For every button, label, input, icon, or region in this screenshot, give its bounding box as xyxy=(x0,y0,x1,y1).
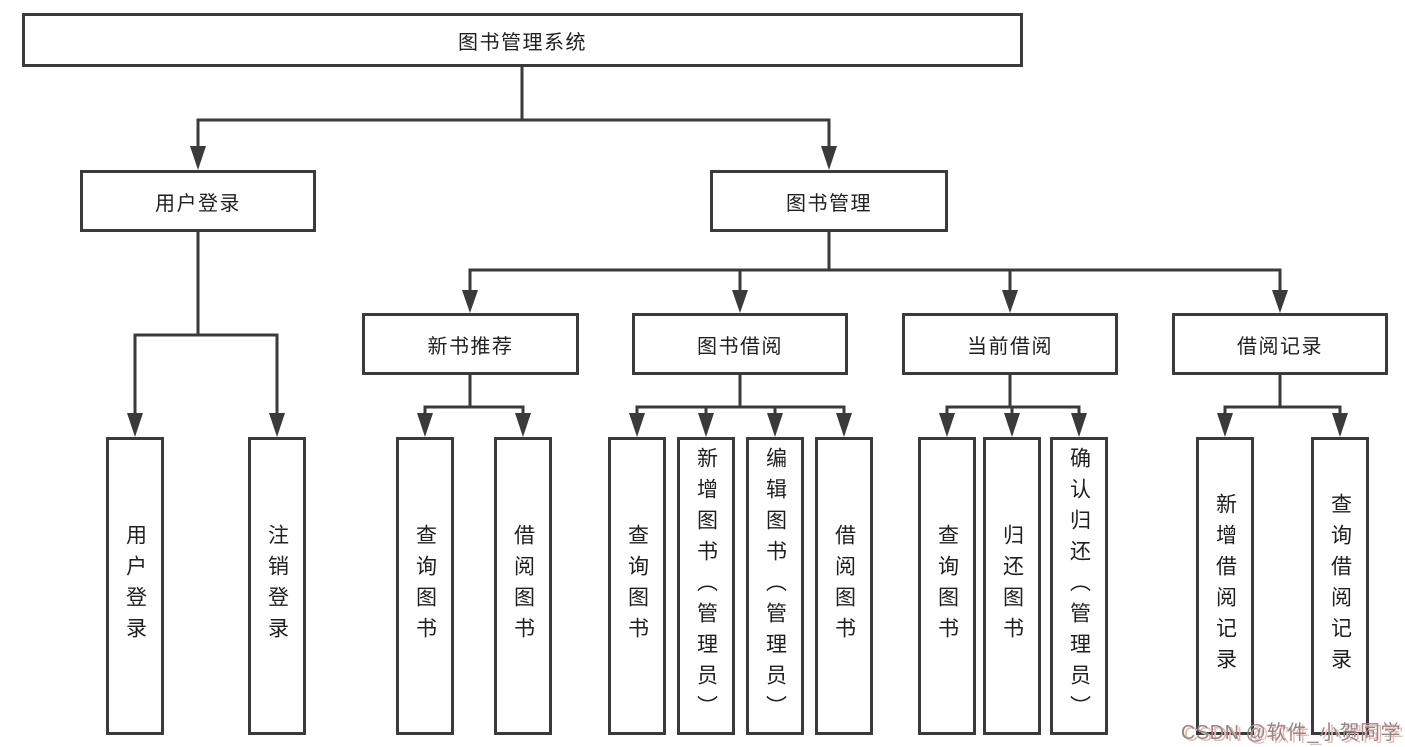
arrow-down-icon xyxy=(1272,290,1288,313)
arrow-down-icon xyxy=(732,290,748,313)
arrow-down-icon xyxy=(1217,413,1233,437)
node-label: 新增图书（管理员） xyxy=(694,446,718,726)
node-label: 查询图书 xyxy=(625,524,649,648)
node-label: 注销登录 xyxy=(265,524,289,648)
csdn-watermark: CSDN @软件_小贺同学 xyxy=(1180,722,1401,744)
node-label: 图书管理系统 xyxy=(458,31,587,54)
arrow-down-icon xyxy=(1002,290,1018,313)
arrow-down-icon xyxy=(462,290,478,313)
node-label: 借阅记录 xyxy=(1237,335,1323,358)
node-leaf-borrow-books: 借阅图书 xyxy=(815,437,873,735)
arrow-down-icon xyxy=(698,413,714,437)
arrow-down-icon xyxy=(1332,413,1348,437)
arrow-down-icon xyxy=(190,146,206,170)
node-leaf-query-borrow-record: 查询借阅记录 xyxy=(1311,437,1369,735)
arrow-down-icon xyxy=(1004,413,1020,437)
node-leaf-query-books: 查询图书 xyxy=(918,437,976,735)
node-user-login: 用户登录 xyxy=(80,170,316,232)
arrow-down-icon xyxy=(1071,413,1087,437)
node-label: 借阅图书 xyxy=(511,524,535,648)
node-borrowing-records: 借阅记录 xyxy=(1172,313,1388,375)
node-leaf-query-books: 查询图书 xyxy=(396,437,454,735)
node-leaf-edit-books-admin: 编辑图书（管理员） xyxy=(746,437,804,735)
node-label: 用户登录 xyxy=(155,192,241,215)
node-leaf-borrow-books: 借阅图书 xyxy=(494,437,552,735)
node-new-book-recommendation: 新书推荐 xyxy=(362,313,579,375)
node-leaf-return-books: 归还图书 xyxy=(983,437,1041,735)
node-label: 当前借阅 xyxy=(967,335,1053,358)
arrow-down-icon xyxy=(629,413,645,437)
node-leaf-query-books: 查询图书 xyxy=(608,437,666,735)
node-label: 归还图书 xyxy=(1000,524,1024,648)
node-book-management: 图书管理 xyxy=(710,170,948,232)
node-label: 用户登录 xyxy=(123,524,147,648)
node-book-borrowing: 图书借阅 xyxy=(632,313,848,375)
arrow-down-icon xyxy=(821,146,837,170)
node-label: 新书推荐 xyxy=(427,335,514,358)
node-label: 借阅图书 xyxy=(832,524,856,648)
node-leaf-add-books-admin: 新增图书（管理员） xyxy=(677,437,735,735)
node-leaf-logout: 注销登录 xyxy=(248,437,306,735)
node-label: 图书管理 xyxy=(786,192,872,215)
node-label: 查询借阅记录 xyxy=(1328,493,1352,679)
arrow-down-icon xyxy=(836,413,852,437)
node-label: 确认归还（管理员） xyxy=(1067,446,1091,726)
node-leaf-user-login: 用户登录 xyxy=(106,437,164,735)
node-label: 编辑图书（管理员） xyxy=(763,446,787,726)
arrow-down-icon xyxy=(939,413,955,437)
node-current-borrowing: 当前借阅 xyxy=(902,313,1118,375)
arrow-down-icon xyxy=(417,413,433,437)
arrow-down-icon xyxy=(515,413,531,437)
node-library-management-system: 图书管理系统 xyxy=(22,13,1023,67)
node-leaf-add-borrow-record: 新增借阅记录 xyxy=(1196,437,1254,735)
node-label: 查询图书 xyxy=(413,524,437,648)
node-label: 图书借阅 xyxy=(697,335,783,358)
arrow-down-icon xyxy=(269,413,285,437)
node-label: 查询图书 xyxy=(935,524,959,648)
arrow-down-icon xyxy=(127,413,143,437)
arrow-down-icon xyxy=(767,413,783,437)
node-leaf-confirm-return-admin: 确认归还（管理员） xyxy=(1050,437,1108,735)
node-label: 新增借阅记录 xyxy=(1213,493,1237,679)
